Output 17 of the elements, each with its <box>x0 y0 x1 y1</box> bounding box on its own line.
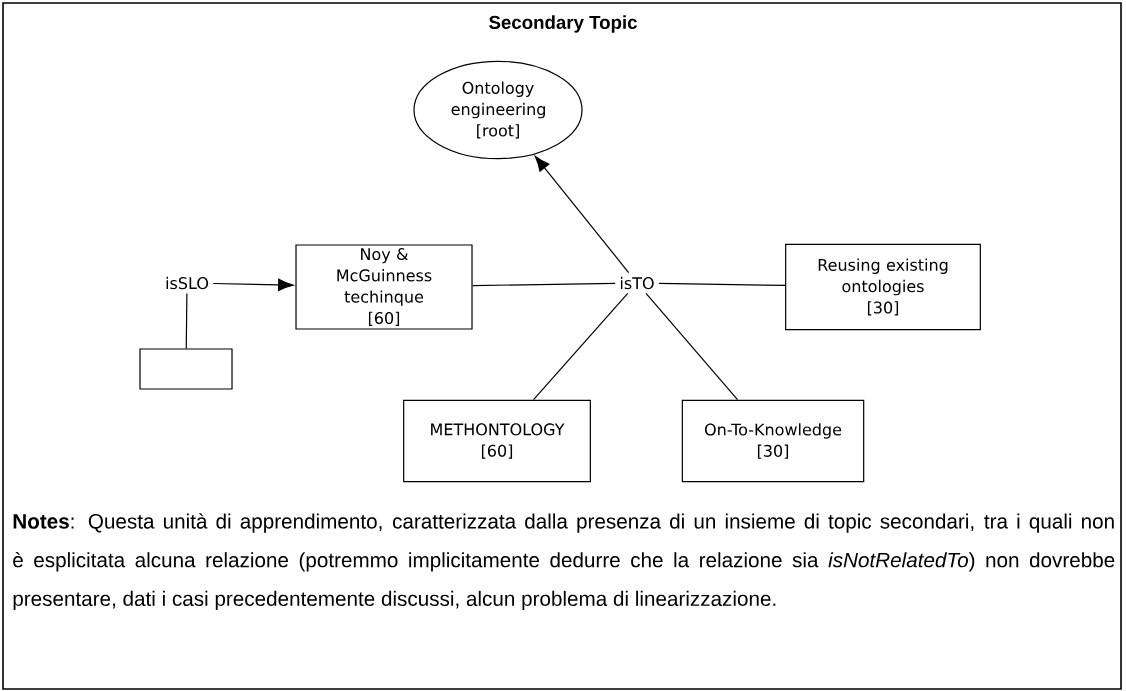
ellipse-node: Ontology engineering [root] <box>413 60 583 160</box>
empty-box <box>139 348 233 390</box>
notes-paragraph: Notes: Questa unità di apprendimento, caratterizzata dalla presenza di un insieme di topic secondari, tra i quali non è esplicitata alcuna relazione (potremmo implicitamente dedurre che la relazione sia isNotRelatedTo) non dovrebbe presentare, dati i casi precedentemente discussi, alcun problema di linearizzazione. <box>13 513 1115 611</box>
process-box: METHONTOLOGY [60] <box>403 399 591 483</box>
title: Secondary Topic <box>489 15 637 33</box>
process-box: Noy & McGuinness techinque [60] <box>295 244 473 330</box>
process-box: On-To-Knowledge [30] <box>681 399 865 483</box>
connector-line <box>185 292 188 349</box>
connector-line <box>645 292 739 401</box>
connector-line <box>658 282 786 286</box>
arrow <box>212 278 294 292</box>
connector-line <box>533 292 629 401</box>
relation-label: isSLO <box>166 276 209 290</box>
connector-line <box>472 282 616 287</box>
relation-label: isTO <box>620 276 654 290</box>
process-box: Reusing existing ontologies [30] <box>785 243 981 331</box>
arrow <box>534 155 630 274</box>
